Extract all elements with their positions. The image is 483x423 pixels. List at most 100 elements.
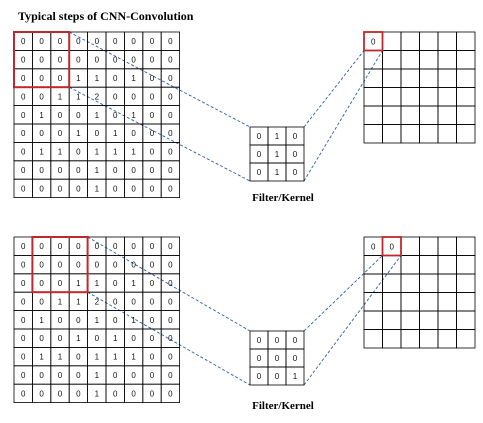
panel-2-output-cell-5-2	[400, 329, 420, 349]
panel-2-input-value-8-1: 0	[39, 389, 44, 398]
panel-1-input-value-6-8: 0	[168, 148, 173, 157]
panel-1-output-cell-2-1	[382, 68, 402, 88]
panel-1-input-value-6-7: 0	[150, 148, 155, 157]
panel-2-kernel-value-1-1: 0	[275, 354, 280, 363]
panel-1-output-cell-5-0	[363, 124, 383, 144]
panel-2-input-value-5-5: 1	[113, 334, 118, 343]
panel-2-input-value-7-6: 0	[131, 371, 136, 380]
panel-1-kernel-value-2-2: 0	[293, 168, 298, 177]
panel-1-input-value-8-3: 0	[76, 184, 81, 193]
panel-1-input-value-4-4: 1	[95, 111, 100, 120]
panel-2-output-cell-0-5	[456, 236, 476, 256]
panel-2-input-value-0-2: 0	[58, 242, 63, 251]
panel-1-output-cell-1-3	[419, 50, 439, 70]
panel-2-input-value-4-1: 1	[39, 316, 44, 325]
panel-2-connector-window-kernel-top	[87, 236, 251, 332]
panel-2-input-value-8-7: 0	[150, 389, 155, 398]
panel-2-input-value-4-3: 0	[76, 316, 81, 325]
panel-2-input-value-3-4: 2	[95, 297, 100, 306]
panel-1-kernel-value-0-0: 0	[257, 132, 262, 141]
panel-1-input-value-0-1: 0	[39, 37, 44, 46]
panel-1-input-value-3-1: 0	[39, 92, 44, 101]
panel-2-output-cell-3-5	[456, 292, 476, 312]
panel-2-input-value-8-6: 0	[131, 389, 136, 398]
panel-2-input-value-6-4: 1	[95, 353, 100, 362]
panel-2-input-value-4-4: 1	[95, 316, 100, 325]
panel-1-input-value-7-6: 0	[131, 166, 136, 175]
panel-2-input-value-3-8: 0	[168, 297, 173, 306]
diagram-title: Typical steps of CNN-Convolution	[18, 9, 194, 23]
panel-2-connector-kernel-output-top	[303, 255, 383, 332]
panel-2-input-value-0-7: 0	[150, 242, 155, 251]
panel-2-output-cell-1-3	[419, 255, 439, 275]
panel-1-input-value-5-4: 0	[95, 129, 100, 138]
panel-2-output-cell-1-5	[456, 255, 476, 275]
panel-2-input-value-7-7: 0	[150, 371, 155, 380]
panel-1-kernel-label: Filter/Kernel	[252, 192, 314, 204]
panel-1-input-value-1-4: 0	[95, 56, 100, 65]
panel-1-output-cell-5-4	[437, 124, 457, 144]
panel-2-output-cell-5-4	[437, 329, 457, 349]
panel-2-output-cell-4-5	[456, 310, 476, 330]
panel-1-kernel-value-2-1: 1	[275, 168, 280, 177]
panel-2-input-value-2-8: 0	[168, 279, 173, 288]
panel-1-input-value-4-6: 1	[131, 111, 136, 120]
panel-2-input-value-1-8: 0	[168, 261, 173, 270]
panel-2-output-cell-4-4	[437, 310, 457, 330]
panel-2-input-value-5-1: 0	[39, 334, 44, 343]
panel-1-input-value-7-5: 0	[113, 166, 118, 175]
panel-2-input-value-1-2: 0	[58, 261, 63, 270]
panel-2-input-value-3-0: 0	[21, 297, 26, 306]
panel-2-input-value-1-5: 0	[113, 261, 118, 270]
panel-1-input-value-4-8: 0	[168, 111, 173, 120]
panel-1-input-value-6-6: 1	[131, 148, 136, 157]
panel-1-input-value-5-8: 0	[168, 129, 173, 138]
panel-1-output-cell-4-2	[400, 105, 420, 125]
panel-2-input-value-2-2: 0	[58, 279, 63, 288]
panel-2-input-value-1-7: 0	[150, 261, 155, 270]
panel-2-output-cell-4-1	[382, 310, 402, 330]
panel-2-input-value-4-0: 0	[21, 316, 26, 325]
panel-2-output-value-0: 0	[371, 242, 376, 251]
panel-2-kernel-value-0-2: 0	[293, 336, 298, 345]
panel-2-input-value-8-8: 0	[168, 389, 173, 398]
panel-1-input-value-2-0: 0	[21, 74, 26, 83]
panel-2-input-value-2-4: 1	[95, 279, 100, 288]
panel-1-output-cell-2-2	[400, 68, 420, 88]
panel-2-input-value-2-1: 0	[39, 279, 44, 288]
panel-2-input-value-5-0: 0	[21, 334, 26, 343]
panel-2-input-value-2-5: 0	[113, 279, 118, 288]
panel-1-input-value-8-0: 0	[21, 184, 26, 193]
panel-2-output-cell-5-1	[382, 329, 402, 349]
panel-2-output-cell-3-0	[363, 292, 383, 312]
panel-2-output-cell-0-2	[400, 236, 420, 256]
panel-1-output-cell-3-1	[382, 87, 402, 107]
panel-2-input-value-6-2: 1	[58, 353, 63, 362]
panel-2-output-cell-0-3	[419, 236, 439, 256]
panel-1-input-value-1-6: 0	[131, 56, 136, 65]
panel-2-input-value-0-0: 0	[21, 242, 26, 251]
panel-1-input-value-4-1: 1	[39, 111, 44, 120]
panel-1-output-value-0: 0	[371, 37, 376, 46]
panel-1-output-cell-1-1	[382, 50, 402, 70]
panel-2-kernel-value-2-0: 0	[257, 372, 262, 381]
panel-1-input-value-5-2: 0	[58, 129, 63, 138]
panel-2-input-value-7-1: 0	[39, 371, 44, 380]
panel-1-connector-kernel-output-top	[303, 50, 365, 128]
panel-1-input-value-6-0: 0	[21, 148, 26, 157]
panel-1-output-cell-3-3	[419, 87, 439, 107]
panel-1-output-cell-3-0	[363, 87, 383, 107]
panel-1-input-value-3-0: 0	[21, 92, 26, 101]
panel-2-output-cell-2-3	[419, 273, 439, 293]
panel-2-kernel-value-1-2: 0	[293, 354, 298, 363]
panel-1-input-value-7-2: 0	[58, 166, 63, 175]
panel-1-input-value-5-3: 1	[76, 129, 81, 138]
panel-1-output-cell-2-3	[419, 68, 439, 88]
panel-1-input-value-3-2: 1	[58, 92, 63, 101]
panel-2-output-cell-3-4	[437, 292, 457, 312]
panel-2-output-cell-3-3	[419, 292, 439, 312]
panel-1-output-cell-1-5	[456, 50, 476, 70]
panel-1-kernel-value-0-2: 0	[293, 132, 298, 141]
panel-1-input-value-4-3: 0	[76, 111, 81, 120]
